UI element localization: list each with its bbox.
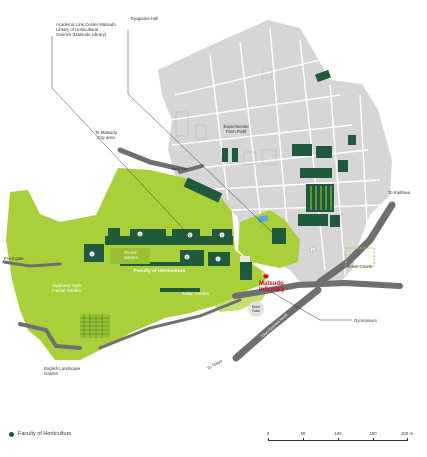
infirmary-marker <box>263 273 269 279</box>
faculty-label: Faculty of Horticulture <box>134 268 186 274</box>
scale-tick <box>338 438 339 441</box>
scale-label-0: 0 <box>266 431 270 436</box>
front-gate-label: Front gate <box>4 256 24 261</box>
svg-text:C: C <box>189 234 192 238</box>
scale-label-200: 200 m <box>401 431 413 436</box>
roads <box>2 147 403 362</box>
gardens <box>80 214 269 338</box>
svg-text:B: B <box>139 233 141 237</box>
svg-text:A: A <box>91 253 93 257</box>
farm-paths <box>169 27 386 276</box>
to-tokyo-label: To Tokyo <box>206 358 224 371</box>
legend: Faculty of Horticulture <box>9 431 72 437</box>
scale-label-50: 50 <box>300 431 306 436</box>
scale-bar: 0 50 100 150 200 m <box>265 431 413 443</box>
gymnasium-label: Gymnasium <box>354 318 377 323</box>
road-route-label: Tokyo-Kashiwa Route <box>260 313 289 339</box>
tennis-courts <box>345 247 375 267</box>
back-gate-label: Back Gate <box>172 167 188 171</box>
svg-text:E: E <box>186 256 188 260</box>
legend-label: Faculty of Horticulture <box>18 431 72 437</box>
leader-lines <box>51 30 352 321</box>
scale-tick <box>373 438 374 441</box>
main-gate-marker <box>248 301 264 317</box>
legend-dot-icon <box>9 431 14 437</box>
scale-label-150: 150 <box>369 431 377 436</box>
building-markers: A B C D E F G <box>89 231 316 262</box>
farm-plots <box>175 67 277 165</box>
scale-tick <box>303 438 304 441</box>
scale-label-100: 100 <box>334 431 342 436</box>
tojogaoka-hall-label: Tojogaoka Hall <box>130 16 158 21</box>
scale-tick <box>407 438 408 441</box>
green-east <box>238 210 300 268</box>
svg-text:D: D <box>221 234 224 238</box>
building-long-1 <box>183 177 223 203</box>
italian-garden-label: Italian Garden <box>182 291 210 296</box>
to-kashiwa-label: To Kashiwa <box>388 190 411 195</box>
svg-text:F: F <box>217 258 219 262</box>
building-stripes <box>310 186 332 210</box>
tennis-courts-label: Tennis Courts <box>346 264 372 269</box>
scale-tick <box>268 438 269 441</box>
svg-text:G: G <box>312 249 315 253</box>
